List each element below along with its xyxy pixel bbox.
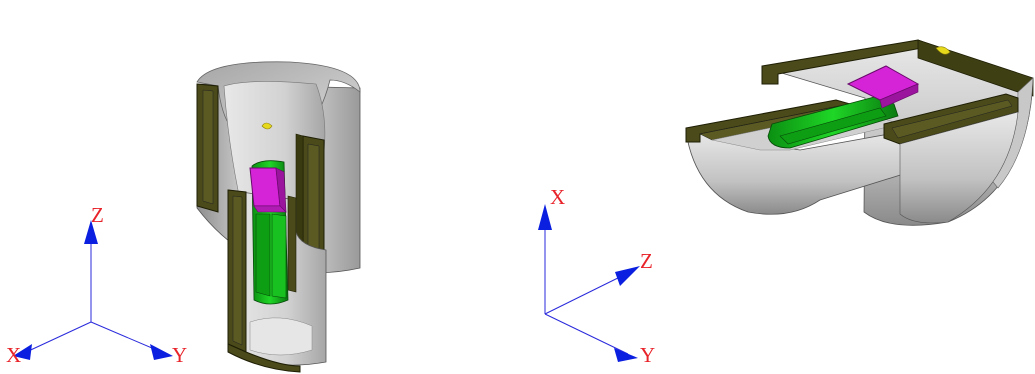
right-z-label: Z <box>640 249 653 273</box>
right-y-axis-line <box>544 313 629 355</box>
right-z-axis-line <box>544 271 631 315</box>
position-marker-right <box>935 46 951 55</box>
front-half-shell <box>685 131 911 215</box>
sample-holder <box>249 167 281 207</box>
left-cutaway-model <box>196 61 361 373</box>
right-y-label: Y <box>640 343 655 367</box>
right-y-arrow <box>614 348 638 362</box>
left-z-arrow <box>84 220 98 244</box>
right-x-arrow <box>538 204 552 230</box>
right-axes-triad: X Z Y <box>538 185 655 367</box>
right-x-label: X <box>550 185 565 209</box>
left-x-arrow <box>13 344 32 360</box>
left-axes-triad: Z X Y <box>6 203 187 367</box>
left-x-label: X <box>6 343 21 367</box>
position-marker <box>261 122 273 130</box>
lower-wall-bottom-section <box>227 343 301 373</box>
left-z-label: Z <box>91 203 104 227</box>
right-z-arrow <box>615 266 640 286</box>
left-y-label: Y <box>172 343 187 367</box>
left-x-axis-line <box>21 321 92 355</box>
left-y-arrow <box>150 344 173 360</box>
right-cutaway-model <box>685 39 1034 226</box>
